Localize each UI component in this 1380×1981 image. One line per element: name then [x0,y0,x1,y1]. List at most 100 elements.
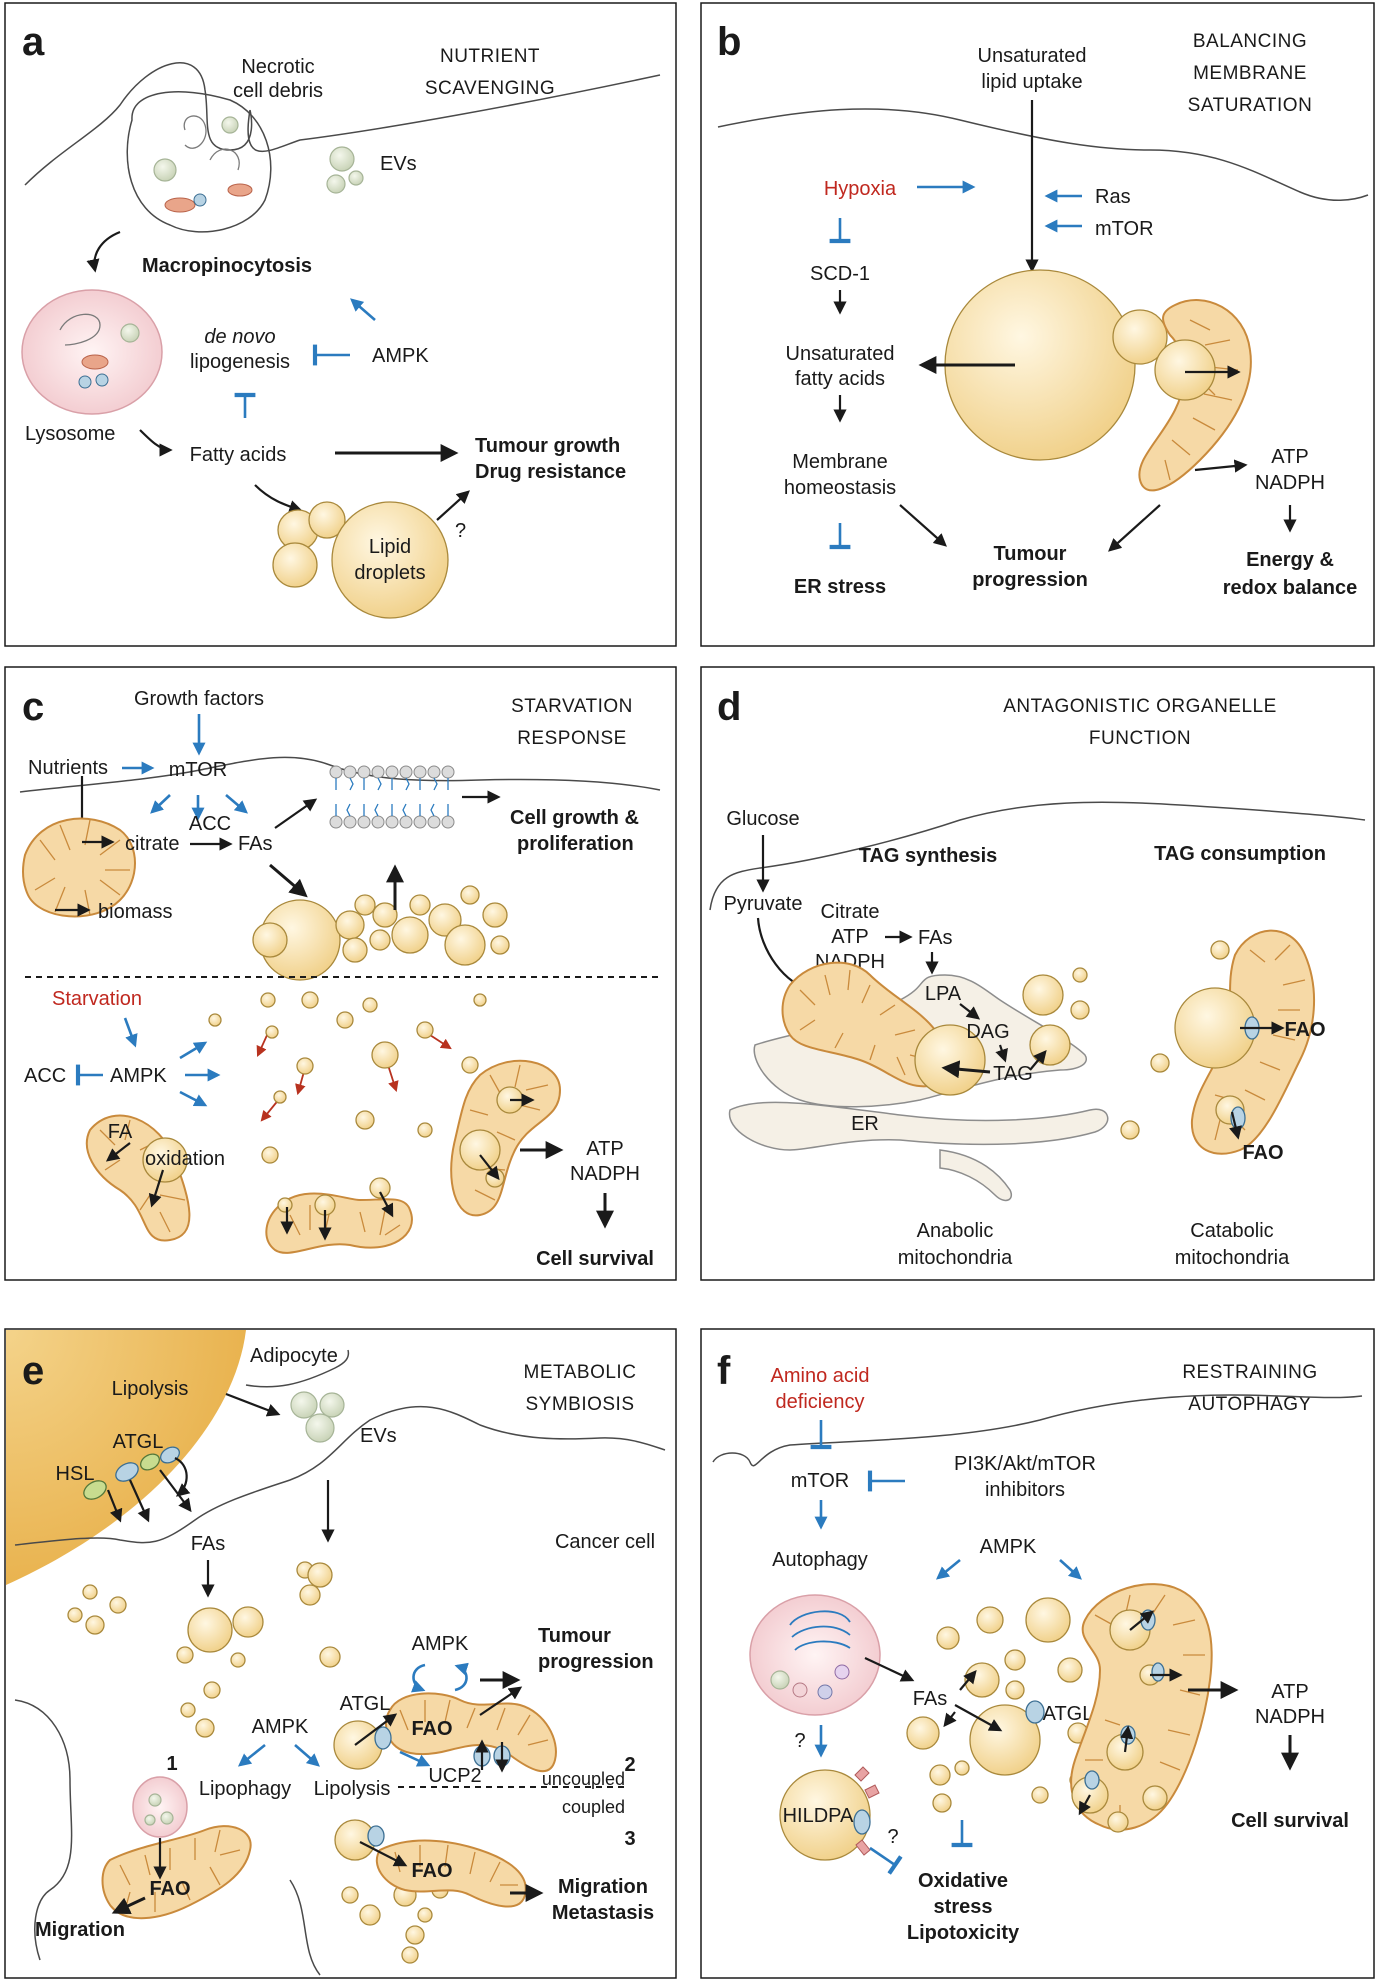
fao-top-label: FAO [411,1718,452,1740]
arrow-adipocyte-fa [128,1479,150,1523]
debris-fragment [164,197,196,213]
arrow-lipolysis-evs [225,1392,281,1417]
debris-vesicle [153,158,177,182]
number-1: 1 [166,1753,177,1775]
atgl-protein [374,1726,392,1750]
lipid-droplet [485,1168,505,1188]
arrow-macropinocytosis [86,230,121,273]
number-3: 3 [624,1828,635,1850]
lipid-droplet [1029,1024,1071,1066]
arrow-ampk-3 [179,1090,208,1107]
cell-membrane [717,108,1369,201]
debris-fragment [227,183,253,197]
arrow-mito-atp [1194,459,1248,473]
atp-label: ATP [586,1138,623,1160]
nadph-label: NADPH [1255,1706,1325,1728]
lipid-droplet [308,501,346,539]
ox-label-1: Oxidative [918,1870,1008,1892]
ras-label: Ras [1095,186,1131,208]
lysosome-content [95,373,109,387]
migration-label: Migration [35,1919,125,1941]
panel-a-letter: a [22,20,45,64]
panel-b-title-line3: SATURATION [1188,95,1313,116]
er-label: ER [851,1113,879,1135]
fa-oxidation-label-1: FA [108,1121,133,1143]
panel-b: b BALANCING MEMBRANE SATURATION Unsatura… [700,2,1375,647]
atp-label: ATP [831,926,868,948]
macropinocytosis-label: Macropinocytosis [142,255,312,277]
panel-d-frame [700,666,1375,1281]
panel-b-title-line2: MEMBRANE [1193,63,1307,84]
debris-vesicle [221,116,239,134]
pyruvate-label: Pyruvate [724,893,803,915]
arrow-droplet-mito-c1 [148,1169,165,1208]
arrow-fao-c [379,1191,394,1218]
arrow-adipocyte-fa [106,1489,123,1523]
citrate-label: citrate [125,833,179,855]
survival-label: Cell survival [1231,1810,1349,1832]
ucp2-channels [473,1739,511,1773]
atp-label: ATP [1271,1681,1308,1703]
dag-label: DAG [966,1021,1009,1043]
metastasis-label: Metastasis [552,1902,654,1924]
arrow-tag-droplet [941,1060,991,1079]
lipid-droplets-label-2: droplets [354,562,425,584]
lipophagy-label: Lipophagy [199,1778,291,1800]
adipocyte [6,1330,246,1585]
panel-d-title-line2: FUNCTION [1089,728,1191,749]
phospholipid-bilayer [329,765,455,829]
acc-label: ACC [24,1065,66,1087]
panel-d-letter: d [717,685,741,729]
arrow-ampk-cycle-2 [454,1662,469,1692]
number-2: 2 [624,1754,635,1776]
panel-e-frame [4,1328,677,1979]
panel-b-frame [700,2,1375,647]
arrow-ampk-lipophagy [237,1743,266,1767]
hildpa-label: HILDPA [783,1805,854,1827]
hildpa-proteins [853,1766,880,1856]
arrow-ampk-1 [179,1041,208,1060]
fao-label-1: FAO [1284,1019,1325,1041]
cell-membrane [712,1394,1363,1467]
cancer-cell-membrane [14,1405,666,1546]
fa-oxidation-label-2: oxidation [145,1148,225,1170]
inhibitors-label-1: PI3K/Akt/mTOR [954,1453,1096,1475]
lipid-droplet [1072,967,1088,983]
macropinosome [126,91,272,233]
arrow-fao-migration [111,1896,146,1915]
anabolic-label-1: Anabolic [917,1220,994,1242]
scd1-label: SCD-1 [810,263,870,285]
citrate-label: Citrate [821,901,880,923]
arrow-droplet-fao2 [1229,1111,1242,1140]
nadph-label: NADPH [570,1163,640,1185]
panel-a-frame [4,2,677,647]
arrow-ampk-left [935,1558,961,1580]
cell-membrane [24,62,661,186]
lysosome-content [81,354,109,370]
evs-label: EVs [360,1425,397,1447]
fao-label-2: FAO [1242,1142,1283,1164]
endoplasmic-reticulum [728,1101,1109,1151]
nadph-label: NADPH [1255,472,1325,494]
lipid-droplet-cluster [252,885,510,981]
lpa-label: LPA [925,983,962,1005]
arrow-fao-ucp2 [399,1750,431,1767]
arrow-fao-tumour [479,1686,523,1716]
uptake-label-1: Unsaturated [978,45,1087,67]
adipocyte-label: Adipocyte [250,1345,338,1367]
ampk-label: AMPK [980,1536,1037,1558]
ampk-label: AMPK [252,1716,309,1738]
growth-factors-label: Growth factors [134,688,264,710]
panel-c-title-line1: STARVATION [511,696,633,717]
cell-membrane [19,756,661,793]
panel-e: e METABOLIC SYMBIOSIS Adipocyte Lipolysi… [4,1328,677,1979]
lipid-droplet [1154,339,1216,401]
arrow-lysosome-fa [139,429,173,457]
cancer-cell-label: Cancer cell [555,1531,655,1553]
lysosome [21,289,163,415]
panel-f-frame [700,1328,1375,1979]
atp-label: ATP [1271,446,1308,468]
uncoupled-label: uncoupled [542,1769,625,1789]
nutrients-label: Nutrients [28,757,108,779]
fas-label: FAs [238,833,272,855]
